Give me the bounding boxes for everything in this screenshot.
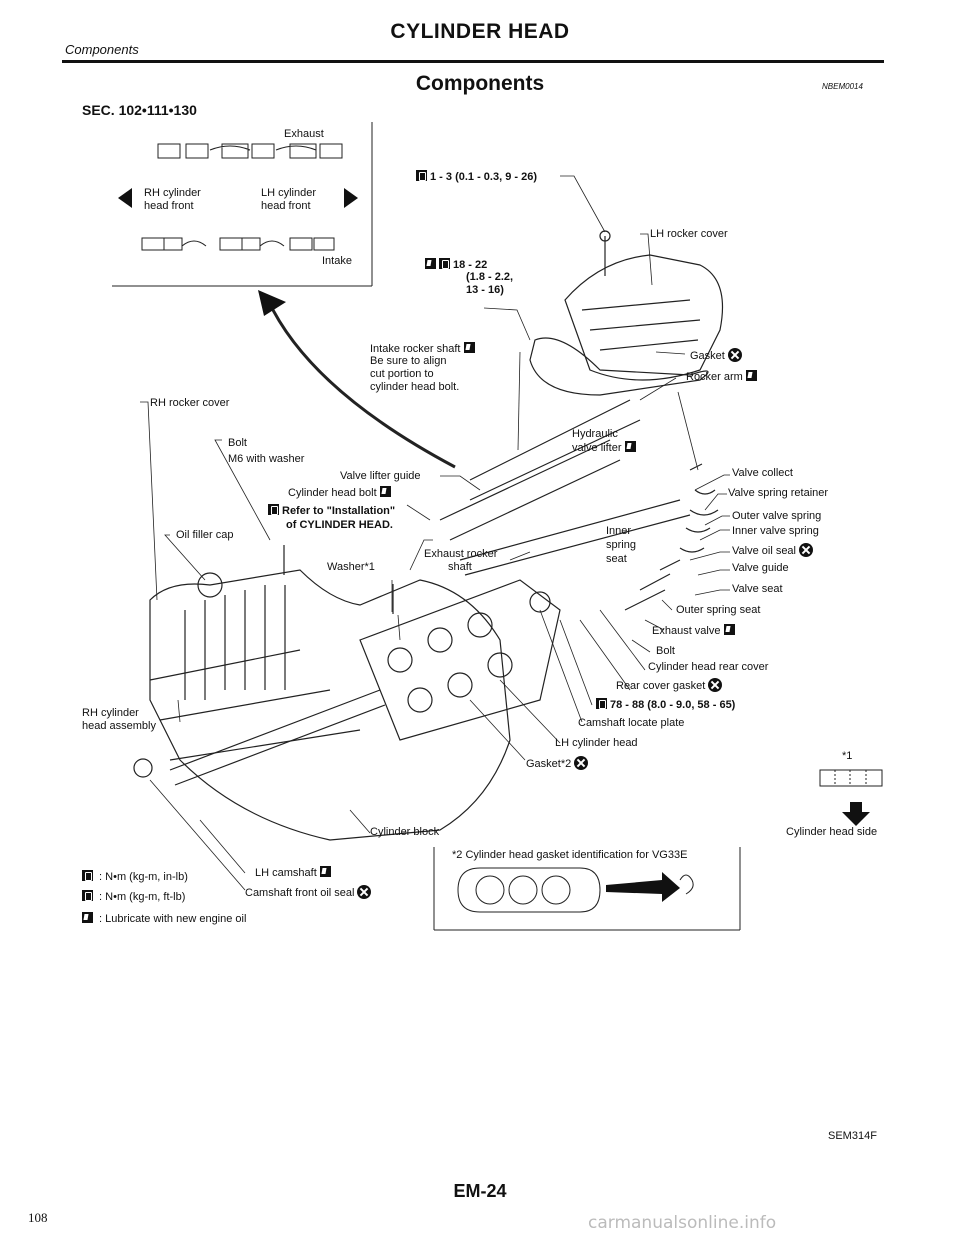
torque-ftlb-icon <box>596 698 607 709</box>
cylinder-head-side: Cylinder head side <box>786 826 878 838</box>
lh-rocker-cover: LH rocker cover <box>650 228 728 240</box>
star-1: *1 <box>842 750 853 762</box>
inset-lh-front-1: LH cylinder <box>261 187 317 199</box>
page-title: CYLINDER HEAD <box>390 20 570 43</box>
torque-mid-2: (1.8 - 2.2, <box>466 271 514 283</box>
rh-front-arrow <box>118 188 132 208</box>
refer-installation-2: of CYLINDER HEAD. <box>286 519 393 531</box>
intake-rocker-shaft: Intake rocker shaft <box>370 342 478 356</box>
subtitle: Components <box>415 72 545 95</box>
replace-icon <box>574 756 589 770</box>
rocker-arm-label: Rocker arm <box>686 370 760 384</box>
lubricate-icon <box>379 486 391 497</box>
rh-rocker-cover: RH rocker cover <box>150 397 230 409</box>
lh-cylinder-head: LH cylinder head <box>555 737 638 749</box>
bolt-m6-2: M6 with washer <box>228 453 305 465</box>
replace-icon <box>727 348 742 362</box>
intake-rocker-note-2: cut portion to <box>370 368 434 380</box>
legend-ftlb: : N•m (kg-m, ft-lb) <box>82 890 185 904</box>
gasket-id-title: *2 Cylinder head gasket identification f… <box>452 849 688 861</box>
inset-exhaust: Exhaust <box>284 128 324 140</box>
lubricate-icon <box>723 624 735 635</box>
exhaust-valve: Exhaust valve <box>652 624 738 638</box>
lubricate-icon <box>425 258 436 269</box>
lubricate-icon <box>745 370 757 381</box>
down-arrow-icon <box>842 802 870 826</box>
rear-cover-gasket: Rear cover gasket <box>616 678 723 693</box>
exhaust-rocker-shaft-1: Exhaust rocker <box>424 548 498 560</box>
torque-ftlb-icon <box>439 258 450 269</box>
page-number: 108 <box>28 1210 48 1225</box>
lubricate-icon <box>463 342 475 353</box>
cylinder-head-bolt: Cylinder head bolt <box>288 486 394 500</box>
torque-bottom: 78 - 88 (8.0 - 9.0, 58 - 65) <box>596 698 735 712</box>
inner-spring-seat-2: spring <box>606 539 636 551</box>
torque-ftlb-icon <box>82 890 93 901</box>
lubricate-icon <box>319 866 331 877</box>
gasket-2: Gasket*2 <box>526 756 589 771</box>
gasket-label: Gasket <box>690 348 742 363</box>
exhaust-rocker-shaft-2: shaft <box>448 561 472 573</box>
oil-filler-cap: Oil filler cap <box>176 529 234 541</box>
torque-inlb-icon <box>82 870 93 881</box>
legend-inlb: : N•m (kg-m, in-lb) <box>82 870 188 884</box>
lh-front-arrow <box>344 188 358 208</box>
watermark: carmanualsonline.info <box>588 1213 777 1233</box>
section-title: Components <box>65 42 139 57</box>
torque-mid: 18 - 22 <box>425 258 487 272</box>
inset-rh-front-1: RH cylinder <box>144 187 201 199</box>
rh-head-assembly-1: RH cylinder <box>82 707 139 719</box>
valve-lifter-guide: Valve lifter guide <box>340 470 421 482</box>
rh-head-assembly-2: head assembly <box>82 720 156 732</box>
inner-spring-seat-3: seat <box>606 553 627 565</box>
inset-rh-front-2: head front <box>144 200 194 212</box>
hydraulic-lifter-2: valve lifter <box>572 441 639 455</box>
inset-lh-front-2: head front <box>261 200 311 212</box>
header-rule <box>62 60 884 63</box>
replace-icon <box>799 543 813 557</box>
figure-code: SEM314F <box>828 1130 877 1142</box>
outer-valve-spring: Outer valve spring <box>732 510 822 522</box>
reference-code: NBEM0014 <box>822 82 863 91</box>
refer-installation-1: Refer to "Installation" <box>268 504 395 518</box>
valve-spring-retainer: Valve spring retainer <box>728 487 829 499</box>
page-code: EM-24 <box>453 1181 507 1201</box>
inset-intake: Intake <box>322 255 352 267</box>
cylinder-block: Cylinder block <box>370 826 440 838</box>
valve-oil-seal: Valve oil seal <box>732 543 813 558</box>
torque-inlb-icon <box>416 170 427 181</box>
hydraulic-lifter-1: Hydraulic <box>572 428 618 440</box>
outer-spring-seat: Outer spring seat <box>676 604 761 616</box>
washer-1: Washer*1 <box>327 561 375 573</box>
torque-top: 1 - 3 (0.1 - 0.3, 9 - 26) <box>416 170 537 184</box>
intake-rocker-note-3: cylinder head bolt. <box>370 381 460 393</box>
sec-number: SEC. 102•111•130 <box>82 102 197 118</box>
lubricate-icon <box>82 912 93 923</box>
camshaft-locate-plate: Camshaft locate plate <box>578 717 685 729</box>
intake-rocker-note-1: Be sure to align <box>370 355 447 367</box>
camshaft-front-oil-seal: Camshaft front oil seal <box>245 885 372 900</box>
lh-camshaft: LH camshaft <box>255 866 334 880</box>
inner-valve-spring: Inner valve spring <box>732 525 819 537</box>
torque-ftlb-icon <box>268 504 279 515</box>
legend-lubricate: : Lubricate with new engine oil <box>82 912 246 926</box>
head-rear-cover: Cylinder head rear cover <box>648 661 769 673</box>
torque-mid-3: 13 - 16) <box>466 284 504 296</box>
lubricate-icon <box>624 441 636 452</box>
replace-icon <box>708 678 723 692</box>
replace-icon <box>357 885 372 899</box>
inner-spring-seat-1: Inner <box>606 525 632 537</box>
valve-seat: Valve seat <box>732 583 783 595</box>
bolt-m6-1: Bolt <box>228 437 247 449</box>
valve-collect: Valve collect <box>732 467 793 479</box>
bolt-label: Bolt <box>656 645 675 657</box>
valve-guide: Valve guide <box>732 562 789 574</box>
